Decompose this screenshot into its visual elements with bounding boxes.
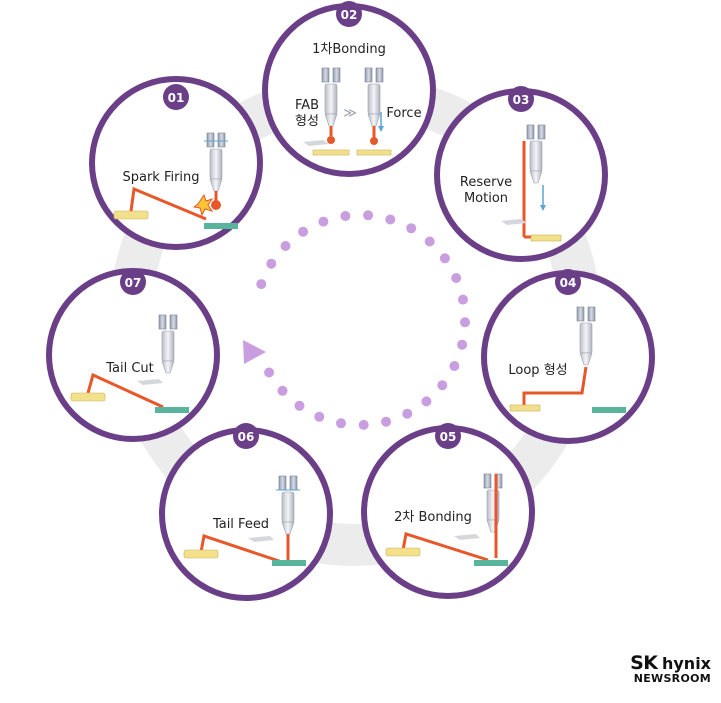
cycle-arrow-head xyxy=(243,340,266,364)
step-02: 1차Bonding FAB 형성 ≫ Force 02 xyxy=(262,1,436,177)
step-03-number: 03 xyxy=(513,93,530,107)
cycle-dot xyxy=(256,279,267,290)
step-04-number: 04 xyxy=(560,276,577,290)
cycle-dot xyxy=(336,418,346,429)
step-05-badge xyxy=(435,423,461,449)
cycle-dot xyxy=(340,211,351,221)
step-04-label: Loop 형성 xyxy=(508,363,567,378)
step-04-illustration xyxy=(509,306,626,413)
step-06-badge xyxy=(233,423,259,449)
cycle-dot xyxy=(457,339,468,350)
step-07-badge xyxy=(120,269,146,295)
step-02-label: 1차Bonding xyxy=(312,42,386,57)
cycle-dot xyxy=(277,385,288,396)
sk-hynix-newsroom-logo: SK hynix NEWSROOM xyxy=(630,652,711,685)
step-02-number: 02 xyxy=(341,8,358,22)
cycle-dot xyxy=(358,419,369,430)
step-01-number: 01 xyxy=(168,91,185,105)
step-03-badge xyxy=(508,86,534,112)
cycle-dot xyxy=(318,216,329,227)
step-02-arrow-icon: ≫ xyxy=(343,106,357,121)
step-05: 2차 Bonding 05 xyxy=(361,423,535,599)
step-07-number: 07 xyxy=(125,276,142,290)
step-02-sub-right: Force xyxy=(386,106,421,121)
step-02-badge xyxy=(336,1,362,27)
step-04-circle xyxy=(481,270,655,444)
step-04: Loop 형성 04 xyxy=(481,269,655,444)
step-01: Spark Firing 01 xyxy=(89,76,263,250)
cycle-dot xyxy=(294,400,305,411)
cycle-dot xyxy=(264,367,275,378)
cycle-dot xyxy=(406,223,417,234)
cycle-dot xyxy=(266,258,277,269)
cycle-dot xyxy=(439,253,450,264)
step-03: Reserve Motion 03 xyxy=(434,86,608,262)
cycle-dot xyxy=(451,273,462,283)
step-07: Tail Cut 07 xyxy=(46,268,220,442)
cycle-dotted-path xyxy=(256,210,470,430)
step-02-circle xyxy=(262,3,436,177)
step-01-illustration xyxy=(113,132,238,229)
step-05-illustration xyxy=(385,473,508,566)
step-06-number: 06 xyxy=(238,430,255,444)
step-05-number: 05 xyxy=(440,430,457,444)
step-01-label: Spark Firing xyxy=(122,170,199,185)
cycle-dot xyxy=(460,317,470,328)
brand-newsroom: NEWSROOM xyxy=(633,672,711,685)
step-05-label: 2차 Bonding xyxy=(394,510,472,525)
brand-hynix: hynix xyxy=(661,654,711,673)
step-02-illustration xyxy=(303,67,392,156)
cycle-dot xyxy=(280,241,291,251)
cycle-dot xyxy=(424,236,435,247)
cycle-dot xyxy=(402,408,413,419)
step-03-illustration xyxy=(501,124,562,242)
step-04-badge xyxy=(555,269,581,295)
step-07-label: Tail Cut xyxy=(105,361,154,376)
cycle-dot xyxy=(385,214,396,225)
cycle-dot xyxy=(421,396,432,407)
cycle-dot xyxy=(381,416,392,427)
step-03-label-1: Reserve xyxy=(460,175,512,190)
cycle-dot xyxy=(298,226,309,237)
cycle-dot xyxy=(437,380,448,391)
cycle-dot xyxy=(449,361,460,371)
cycle-dot xyxy=(458,294,468,305)
step-02-sub-left-1: FAB xyxy=(295,98,319,113)
step-03-label-2: Motion xyxy=(464,191,508,206)
step-01-badge xyxy=(163,84,189,110)
cycle-dot xyxy=(314,411,325,422)
step-07-illustration xyxy=(70,314,189,413)
brand-sk: SK xyxy=(630,652,658,674)
step-02-sub-left-2: 형성 xyxy=(295,114,319,129)
step-06: Tail Feed 06 xyxy=(159,423,333,601)
cycle-dot xyxy=(363,210,374,221)
step-07-circle xyxy=(46,268,220,442)
step-06-illustration xyxy=(183,475,306,566)
step-06-circle xyxy=(159,427,333,601)
step-06-label: Tail Feed xyxy=(212,517,269,532)
